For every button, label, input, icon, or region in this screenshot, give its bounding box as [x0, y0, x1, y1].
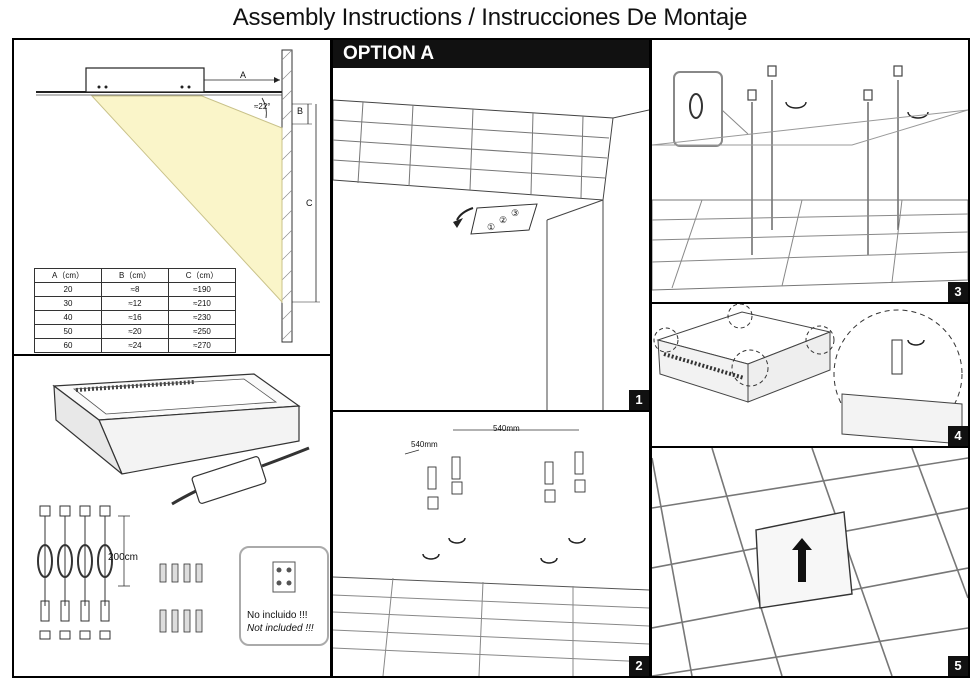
step-1-number: 1	[629, 390, 649, 410]
table-header-cell: A（cm）	[34, 268, 102, 283]
table-row: 20 ≈8 ≈190	[34, 282, 236, 297]
light-beam	[90, 95, 283, 304]
table-cell: ≈12	[101, 296, 169, 311]
table-row: 40 ≈16 ≈230	[34, 310, 236, 325]
step-2-number: 2	[629, 656, 649, 676]
table-row: 50 ≈20 ≈250	[34, 324, 236, 339]
step-5-number: 5	[948, 656, 968, 676]
dimension-table: A（cm） B（cm） C（cm） 20 ≈8 ≈190 30 ≈12 ≈210…	[34, 268, 236, 353]
table-cell: 60	[34, 338, 102, 353]
step-5-drawing	[652, 448, 968, 676]
step-2-panel: 540mm 540mm 2	[331, 410, 651, 678]
table-header-cell: C（cm）	[168, 268, 236, 283]
page-title: Assembly Instructions / Instrucciones De…	[232, 4, 748, 31]
dimension-top-label: 540mm	[493, 424, 520, 433]
dimension-side-label: 540mm	[411, 440, 438, 449]
not-included-box: No incluido !!! Not included !!!	[239, 546, 329, 646]
step-1-drawing	[333, 99, 649, 410]
table-cell: ≈8	[101, 282, 169, 297]
step-4-panel: 4	[650, 302, 970, 448]
mark-2: ②	[499, 215, 508, 225]
cable-kit	[37, 505, 113, 640]
step-3-drawing	[652, 65, 968, 291]
step-4-number: 4	[948, 426, 968, 446]
anchors-set	[159, 563, 203, 633]
step-1-panel: OPTION A ① ② ③ 1	[331, 38, 651, 412]
table-cell: ≈270	[168, 338, 236, 353]
step-3-number: 3	[948, 282, 968, 302]
kit-contents-panel: 200cm No incluido !!! Not included !!!	[12, 354, 332, 678]
table-header-cell: B（cm）	[101, 268, 169, 283]
driver-unit	[191, 456, 267, 504]
table-cell: 40	[34, 310, 102, 325]
step-4-drawing	[653, 304, 963, 445]
kit-contents-drawing	[37, 373, 310, 640]
table-header-row: A（cm） B（cm） C（cm）	[34, 268, 236, 283]
table-cell: ≈20	[101, 324, 169, 339]
table-row: 30 ≈12 ≈210	[34, 296, 236, 311]
option-title: OPTION A	[333, 40, 649, 68]
step-3-panel: 3	[650, 38, 970, 304]
connector-icon	[272, 561, 296, 593]
table-row: 60 ≈24 ≈270	[34, 338, 236, 353]
step-2-drawing	[333, 429, 649, 676]
table-cell: ≈190	[168, 282, 236, 297]
table-cell: 50	[34, 324, 102, 339]
dimension-c-label: C	[306, 198, 313, 208]
angle-diagram-panel: A B C ≈22° A（cm） B（cm） C（cm） 20 ≈8 ≈190 …	[12, 38, 332, 356]
mark-3: ③	[511, 208, 520, 218]
table-cell: 30	[34, 296, 102, 311]
cable-length-label: 200cm	[108, 552, 139, 563]
angle-diagram	[36, 49, 320, 343]
table-cell: ≈16	[101, 310, 169, 325]
table-cell: 20	[34, 282, 102, 297]
angle-label: ≈22°	[254, 102, 271, 111]
step-5-panel: 5	[650, 446, 970, 678]
dimension-a-label: A	[240, 70, 247, 80]
table-cell: ≈24	[101, 338, 169, 353]
mark-1: ①	[487, 222, 496, 232]
not-included-en: Not included !!!	[247, 623, 314, 634]
table-cell: ≈210	[168, 296, 236, 311]
dimension-b-label: B	[297, 106, 304, 116]
luminaire-side	[85, 67, 205, 93]
not-included-es: No incluido !!!	[247, 610, 308, 621]
table-cell: ≈250	[168, 324, 236, 339]
table-cell: ≈230	[168, 310, 236, 325]
